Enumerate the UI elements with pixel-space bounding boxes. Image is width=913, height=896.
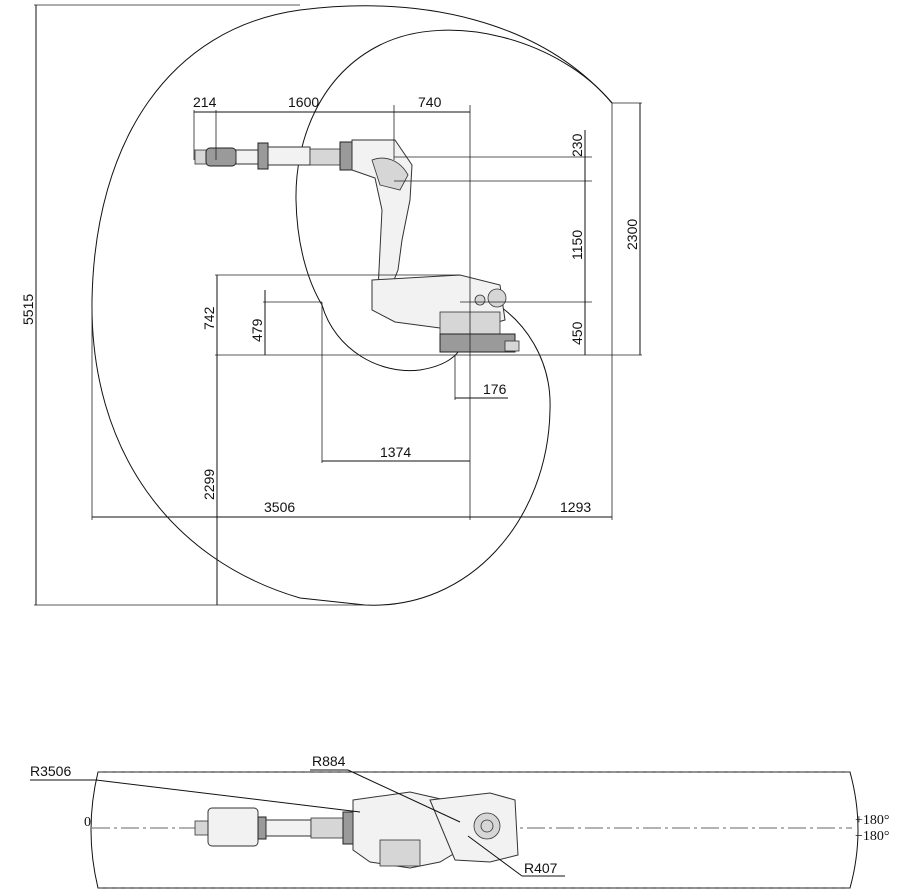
label-r884: R884 [312, 753, 346, 769]
robot-top-illustration [194, 791, 519, 869]
dim-740: 740 [418, 94, 442, 110]
label-plus-180: +180° [855, 813, 890, 828]
dim-1293: 1293 [560, 499, 591, 515]
outer-reach-envelope [91, 5, 613, 606]
label-r407: R407 [524, 860, 558, 876]
dim-1150: 1150 [569, 230, 585, 260]
side-view: 214 1600 740 230 1150 2300 450 5515 742 … [20, 4, 642, 606]
dim-1374: 1374 [380, 444, 411, 460]
dim-1600: 1600 [288, 94, 319, 110]
label-minus-180: −180° [855, 829, 890, 844]
dim-176: 176 [483, 381, 507, 397]
dim-450: 450 [569, 321, 585, 345]
label-zero-angle: 0 [84, 815, 91, 830]
dim-230: 230 [569, 133, 585, 157]
top-view: R3506 R884 R407 0 +180° −180° [30, 753, 890, 889]
dim-479: 479 [249, 318, 265, 342]
inner-minimum-envelope [321, 304, 463, 372]
dim-5515: 5515 [20, 294, 36, 325]
dim-2299: 2299 [201, 469, 217, 500]
label-r3506: R3506 [30, 763, 71, 779]
inner-reach-arc [295, 29, 613, 306]
dim-2300: 2300 [624, 219, 640, 250]
top-view-envelope [90, 771, 859, 889]
dim-214: 214 [193, 94, 217, 110]
dim-3506: 3506 [264, 499, 295, 515]
dim-742: 742 [201, 306, 217, 330]
robot-side-illustration [194, 139, 520, 353]
